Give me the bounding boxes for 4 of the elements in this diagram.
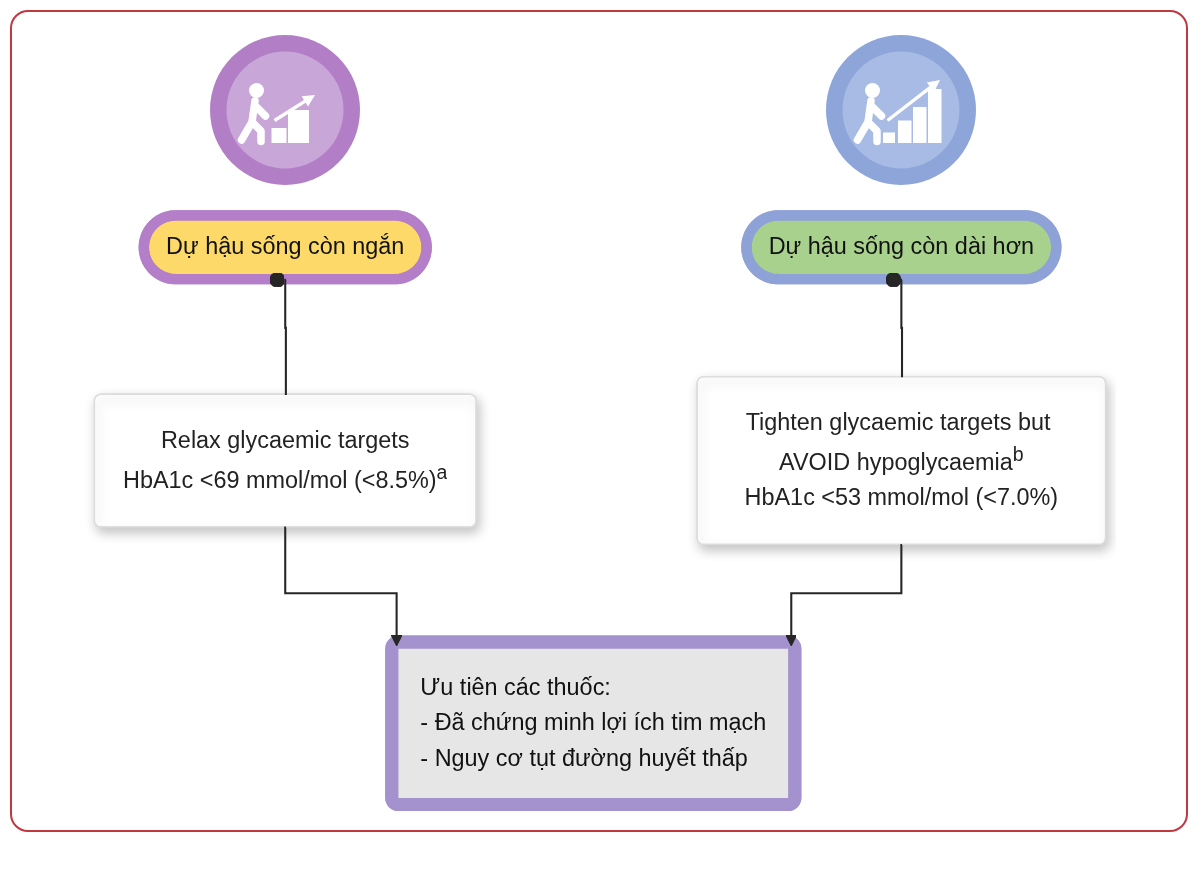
connector [885,271,904,378]
arrow [284,526,403,647]
arrow [785,544,904,647]
connector [269,271,287,395]
